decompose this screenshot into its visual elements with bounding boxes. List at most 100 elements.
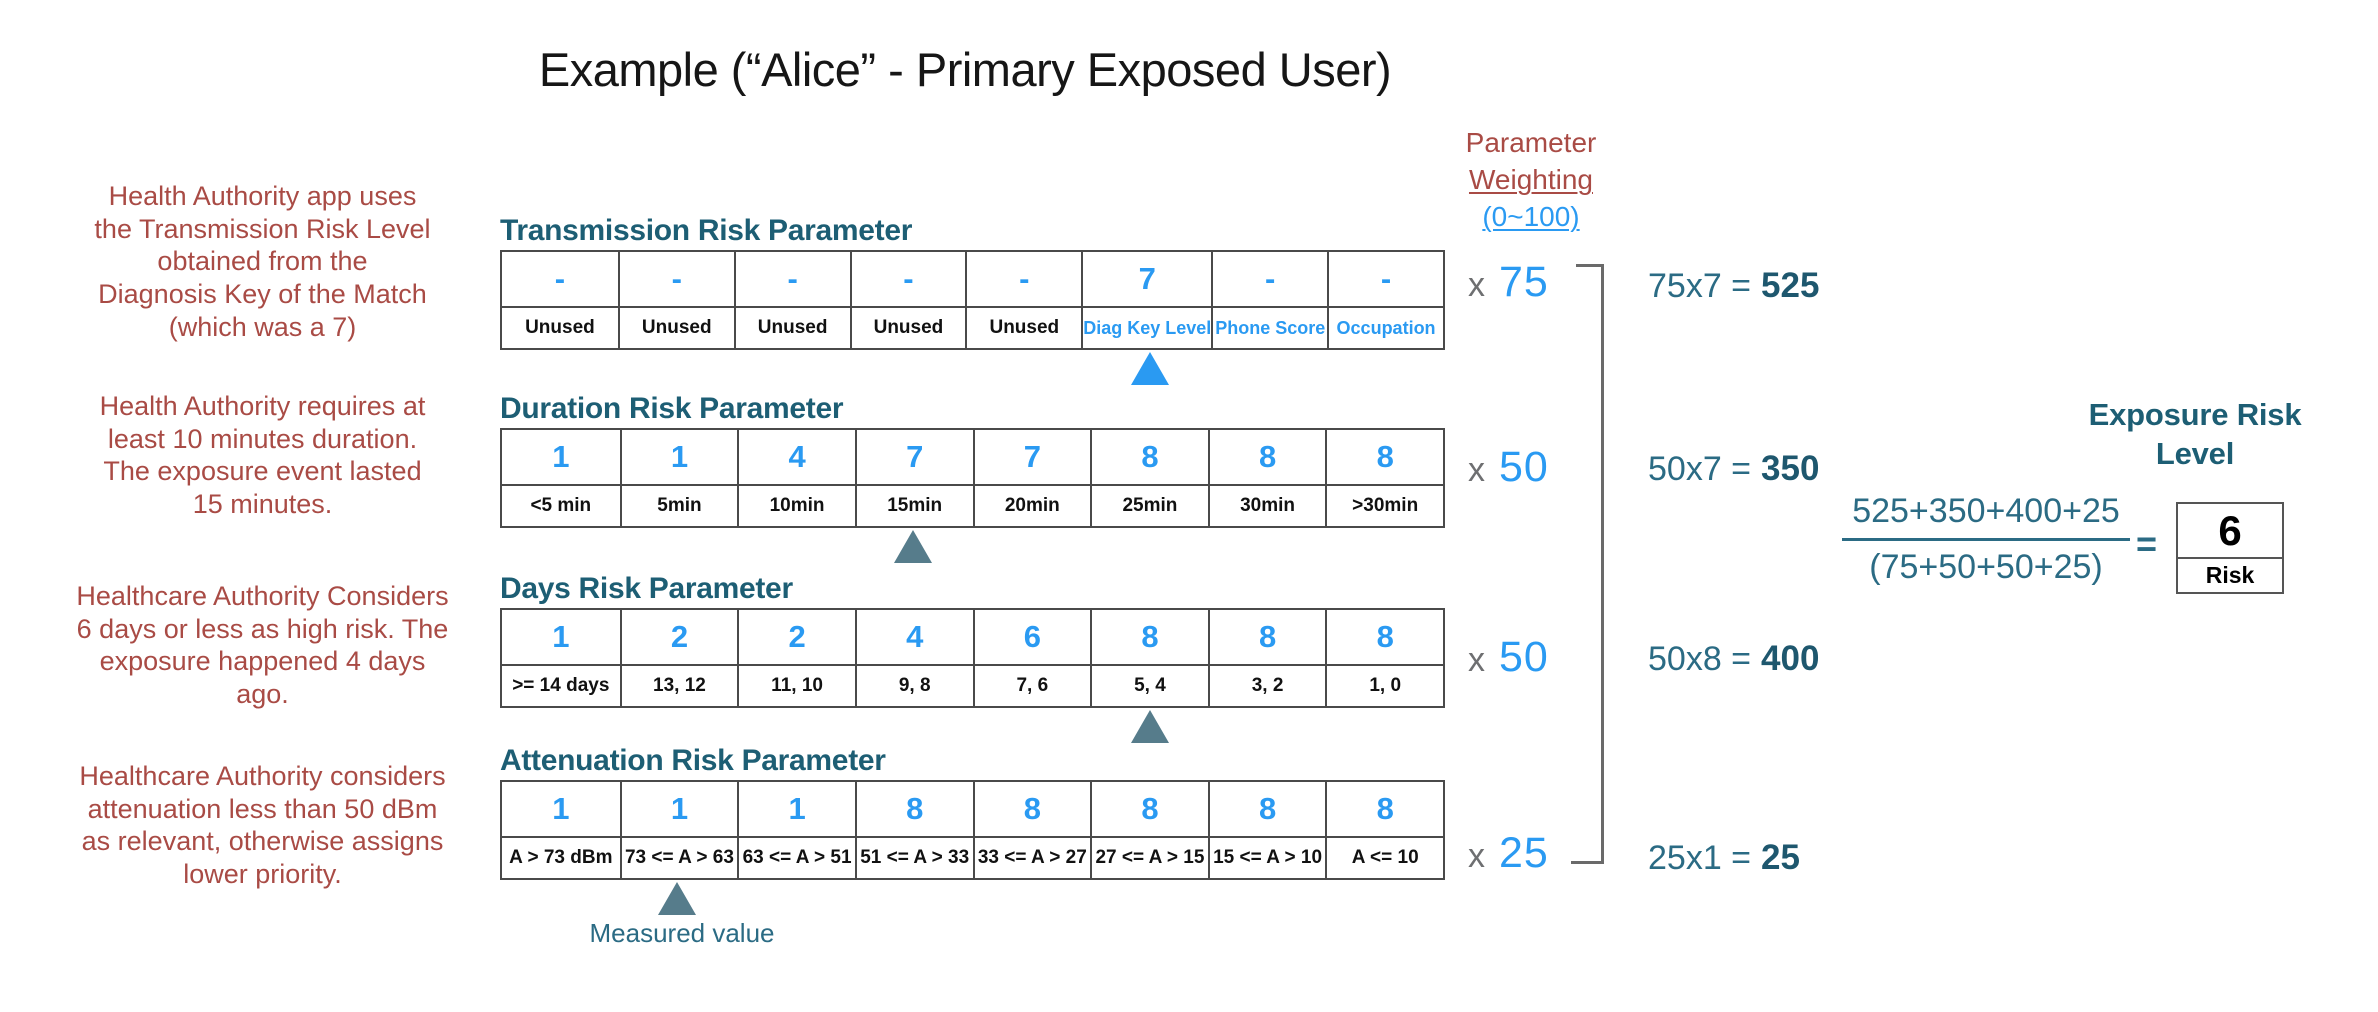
param-cell-value: 7 (854, 430, 973, 486)
param-cell-label: 30min (1207, 486, 1326, 526)
marker-triangle-1 (894, 530, 933, 563)
param-cell-label: 5, 4 (1090, 666, 1208, 706)
param-cell-value: 8 (1090, 610, 1208, 666)
calc-2: 50x8 =400 (1648, 639, 1819, 679)
param-cell-label: Diag Key Level (1081, 308, 1211, 348)
param-cell-value: 1 (619, 430, 738, 486)
fraction-bar (1842, 538, 2130, 541)
note-days: Healthcare Authority Considers 6 days or… (76, 581, 449, 709)
param-cell-label: <5 min (530, 495, 592, 516)
param-cell-value: - (502, 252, 618, 308)
param-heading-1: Duration Risk Parameter (500, 392, 844, 425)
param-cell-value: 8 (1090, 430, 1208, 486)
param-cell-label: Unused (849, 308, 966, 348)
param-cell-label: Unused (525, 317, 595, 338)
calc-expression: 50x8 = (1648, 640, 1752, 678)
param-cell-label: 25min (1090, 486, 1208, 526)
param-cell-label: 20min (972, 486, 1091, 526)
weight-value: 50 (1499, 443, 1549, 491)
param-cell-value: - (733, 252, 850, 308)
param-cell-value: 8 (972, 782, 1091, 838)
calc-expression: 50x7 = (1648, 450, 1752, 488)
param-cell-label: 15min (854, 486, 973, 526)
weighting-header-line1: Parameter (1465, 127, 1597, 158)
param-cell-label: >30min (1325, 486, 1443, 526)
param-cell-label: Occupation (1327, 308, 1443, 348)
calc-1: 50x7 =350 (1648, 449, 1819, 489)
risk-fraction: 525+350+400+25 (75+50+50+25) (1838, 492, 2134, 587)
param-cell-label: 73 <= A > 63 (619, 838, 738, 878)
calc-0: 75x7 =525 (1648, 266, 1819, 306)
calc-expression: 25x1 = (1648, 839, 1752, 877)
note-transmission: Health Authority app uses the Transmissi… (94, 181, 431, 342)
param-cell-label: 3, 2 (1207, 666, 1326, 706)
param-cell-label: 13, 12 (619, 666, 738, 706)
param-cell-label: >= 14 days (512, 675, 610, 696)
param-cell-value: 1 (502, 430, 620, 486)
param-cell-label: Phone Score (1211, 308, 1327, 348)
weight-bracket-top (1576, 264, 1604, 267)
weight-value: 50 (1499, 633, 1549, 681)
risk-result-label: Risk (2205, 562, 2255, 588)
param-cell-label: 63 <= A > 51 (737, 838, 855, 878)
param-heading-0: Transmission Risk Parameter (500, 214, 913, 247)
param-cell-label: 10min (737, 486, 855, 526)
param-cell-value: 1 (502, 782, 620, 838)
weighting-header-line2: Weighting (1468, 164, 1593, 196)
exposure-heading-line1: Exposure Risk (2088, 397, 2302, 432)
weight-prefix: x (1468, 837, 1485, 875)
param-cell-value: 1 (619, 782, 738, 838)
param-cell-value: - (849, 252, 966, 308)
parameter-weighting-header: Parameter Weighting (0~100) (1426, 124, 1636, 236)
param-cell-label: 1, 0 (1325, 666, 1443, 706)
fraction-numerator: 525+350+400+25 (1852, 492, 2120, 530)
exposure-heading-line2: Level (2155, 435, 2235, 471)
calc-result: 25 (1761, 838, 1800, 877)
param-cell-value: 8 (1207, 610, 1326, 666)
calc-3: 25x1 =25 (1648, 838, 1800, 878)
weight-2: x 50 (1468, 633, 1549, 682)
param-cell-label: 5min (619, 486, 738, 526)
note-attenuation: Healthcare Authority considers attenuati… (79, 761, 446, 889)
note-duration: Health Authority requires at least 10 mi… (99, 391, 426, 519)
calc-result: 350 (1761, 449, 1820, 488)
calc-result: 525 (1761, 266, 1820, 305)
fraction-denominator: (75+50+50+25) (1869, 548, 2103, 586)
weight-prefix: x (1468, 641, 1485, 679)
param-cell-label: 33 <= A > 27 (972, 838, 1091, 878)
measured-value-label: Measured value (589, 918, 775, 948)
calc-result: 400 (1761, 639, 1820, 678)
exposure-risk-level-heading: Exposure Risk Level (2030, 396, 2360, 474)
param-cell-value: 8 (1325, 610, 1443, 666)
param-cell-label: 51 <= A > 33 (854, 838, 973, 878)
equals-sign: = (2136, 523, 2158, 564)
marker-triangle-2 (1130, 710, 1169, 743)
calc-expression: 75x7 = (1648, 267, 1752, 305)
param-cell-value: 8 (1207, 782, 1326, 838)
marker-triangle-0 (1130, 352, 1169, 385)
param-cell-value: 2 (737, 610, 855, 666)
param-cell-label: 27 <= A > 15 (1090, 838, 1208, 878)
param-cell-value: 8 (1090, 782, 1208, 838)
weighting-header-range: (0~100) (1482, 201, 1580, 233)
param-heading-3: Attenuation Risk Parameter (500, 744, 886, 777)
weight-bracket-bottom (1571, 861, 1604, 864)
page-title: Example (“Alice” - Primary Exposed User) (538, 43, 1392, 96)
param-cell-value: 1 (737, 782, 855, 838)
weight-bracket-vertical (1601, 264, 1604, 864)
param-cell-value: - (1327, 252, 1443, 308)
param-cell-value: 8 (1325, 430, 1443, 486)
weight-value: 75 (1499, 258, 1549, 306)
param-cell-value: 1 (502, 610, 620, 666)
weight-prefix: x (1468, 266, 1485, 304)
risk-result-value: 6 (2178, 504, 2282, 559)
risk-result-box: 6 Risk (2176, 502, 2284, 594)
param-cell-value: 8 (1325, 782, 1443, 838)
weight-prefix: x (1468, 451, 1485, 489)
param-cell-value: 7 (1081, 252, 1212, 308)
param-cell-value: - (965, 252, 1082, 308)
